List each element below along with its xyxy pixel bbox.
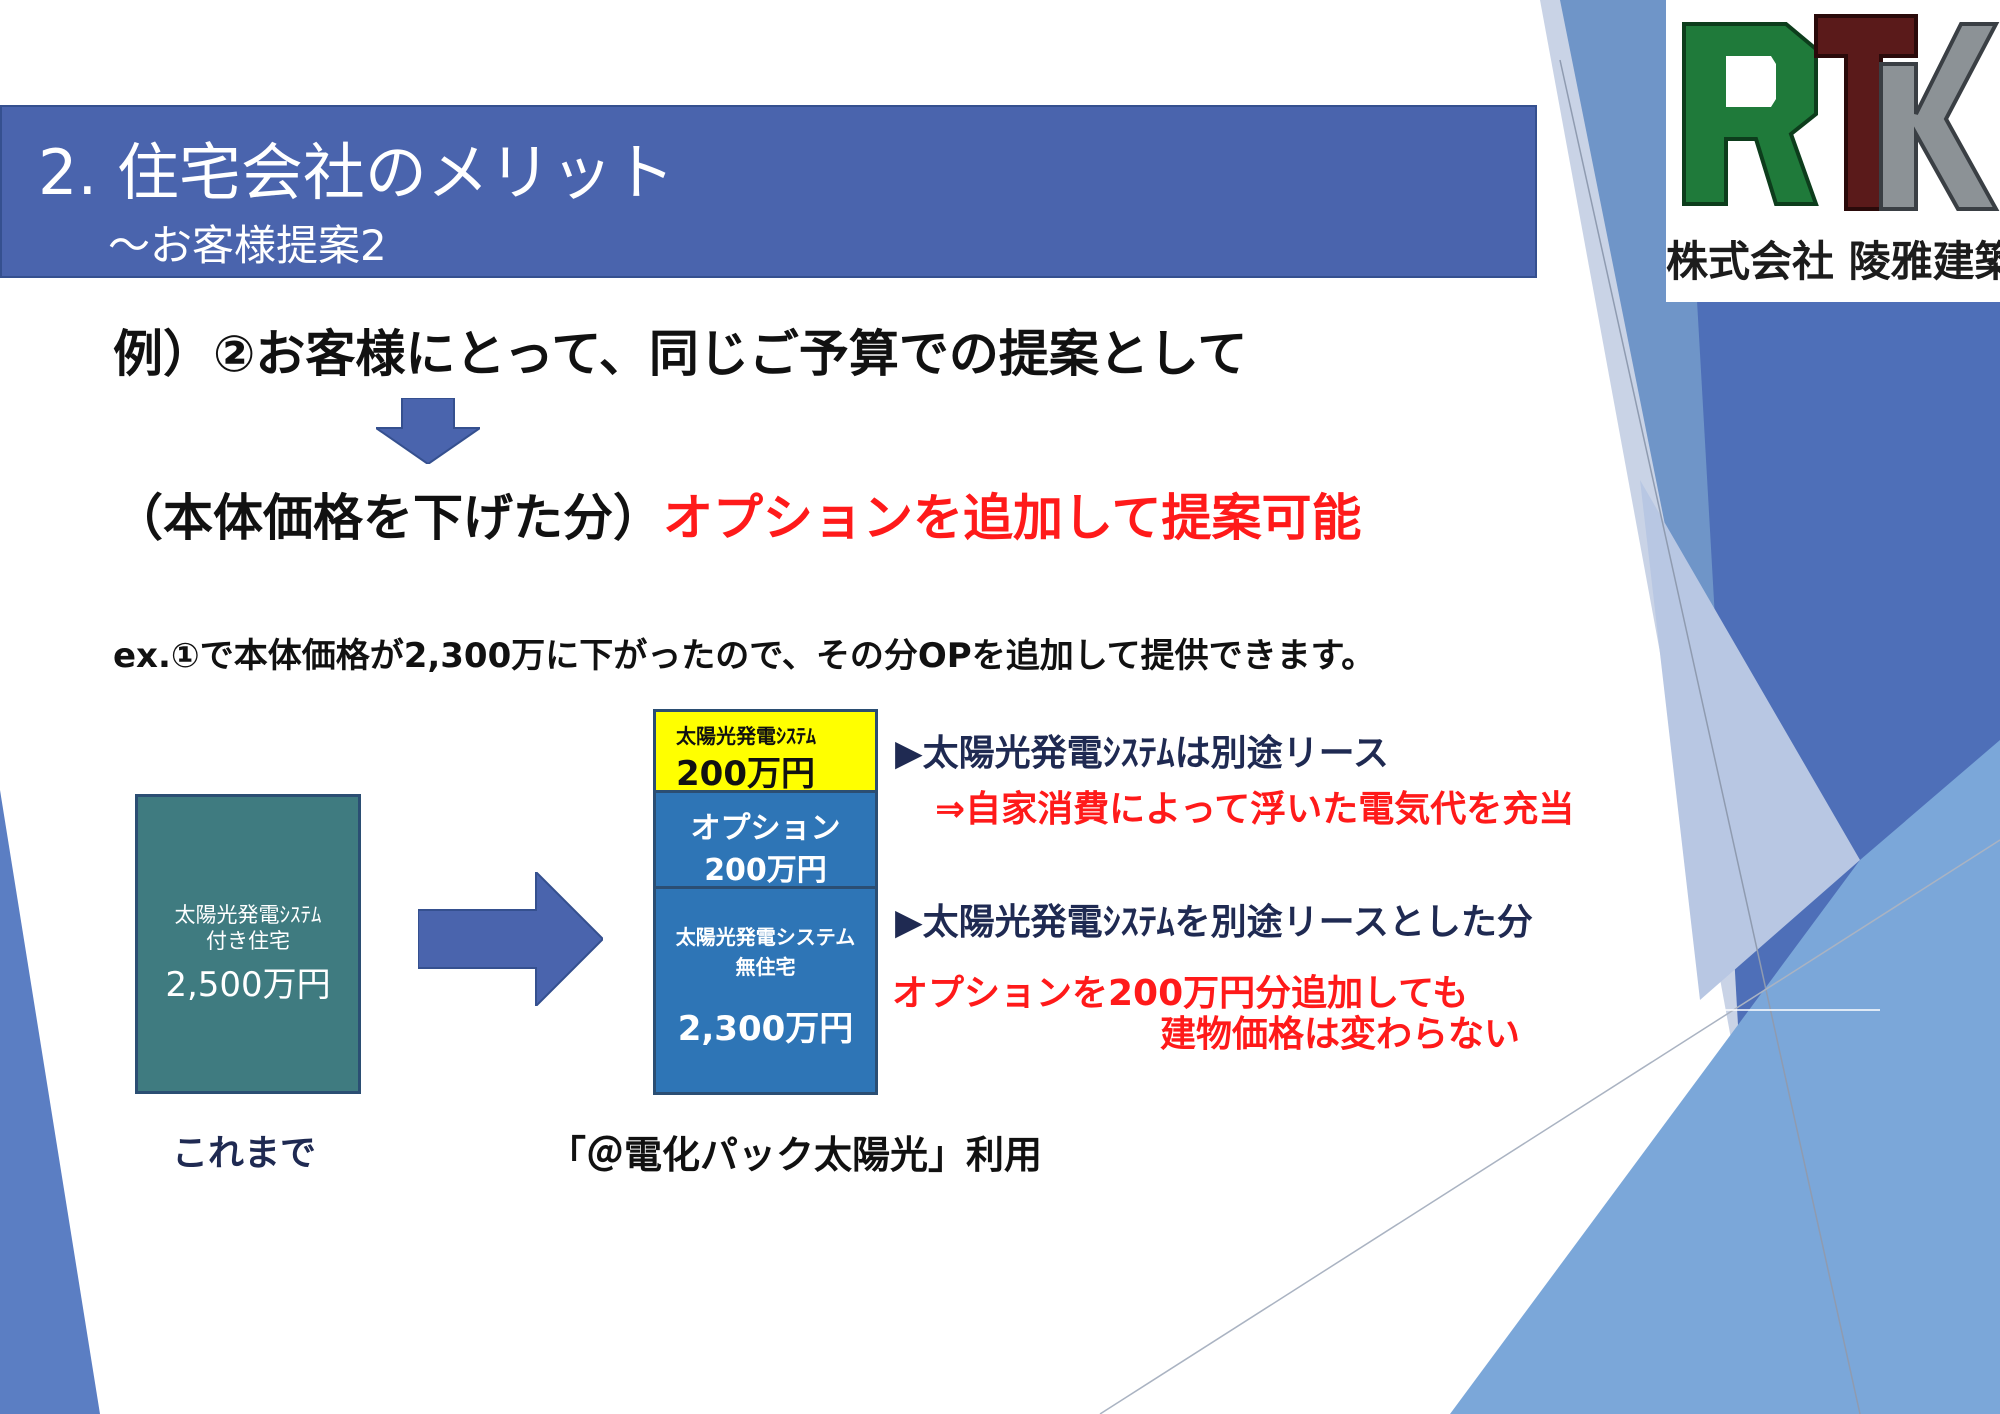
note-lease: ▶太陽光発電ｼｽﾃﾑは別途リース [895,733,1389,774]
page-subtitle: ～お客様提案2 [108,221,387,270]
stack-house-label-2: 無住宅 [735,955,796,979]
thin-line-1 [1559,59,1861,1414]
stack-solar-label: 太陽光発電ｼｽﾃﾑ [676,724,816,748]
stack-solar-segment: 太陽光発電ｼｽﾃﾑ 200万円 [653,709,878,794]
note-electricity: ⇒自家消費によって浮いた電気代を充当 [935,789,1575,830]
right-soft-facet [1640,480,1860,1000]
rk-logo-mark [1682,14,2000,211]
before-box-label-1: 太陽光発電ｼｽﾃﾑ [174,903,322,927]
stack-house-price: 2,300万円 [677,1009,854,1049]
stack-house-label-1: 太陽光発電システム [675,925,856,949]
company-logo: 株式会社 陵雅建築 [1666,0,2000,302]
note-price-unchanged: 建物価格は変わらない [1160,1014,1521,1055]
stack-solar-price: 200万円 [676,754,815,794]
right-light-blue-facet [1450,740,2000,1414]
stack-option-label: オプション [690,811,841,846]
caption-after: 「＠電化パック太陽光」利用 [548,1133,1043,1177]
statement-line-2: （本体価格を下げた分）オプションを追加して提案可能 [113,478,1362,550]
statement-line-1: 例）②お客様にとって、同じご予算での提案として [113,325,1248,383]
stack-house-segment: 太陽光発電システム 無住宅 2,300万円 [653,886,878,1095]
statement-line-2-highlight: オプションを追加して提案可能 [663,489,1362,547]
left-blue-wedge [0,790,100,1414]
before-box: 太陽光発電ｼｽﾃﾑ 付き住宅 2,500万円 [135,794,361,1094]
stack-option-price: 200万円 [704,853,827,888]
right-arrow-icon [418,872,603,1006]
before-box-price: 2,500万円 [165,965,331,1005]
note-option-added: オプションを200万円分追加しても [892,973,1469,1014]
example-line: ex.①で本体価格が2,300万に下がったので、その分OPを追加して提供できます… [113,636,1376,676]
statement-line-2-prefix: （本体価格を下げた分） [113,489,663,547]
page-title: 2. 住宅会社のメリット [38,136,675,209]
down-arrow-icon [376,398,480,464]
caption-before: これまで [172,1133,317,1174]
company-name: 株式会社 陵雅建築 [1666,237,2000,286]
after-stack: 太陽光発電ｼｽﾃﾑ 200万円 オプション 200万円 太陽光発電システム 無住… [653,709,878,1095]
title-bar [0,105,1537,278]
note-lease-difference: ▶太陽光発電ｼｽﾃﾑを別途リースとした分 [895,902,1533,943]
before-box-label-2: 付き住宅 [206,929,290,953]
thin-line-2 [1099,839,2000,1414]
stack-option-segment: オプション 200万円 [653,790,878,889]
